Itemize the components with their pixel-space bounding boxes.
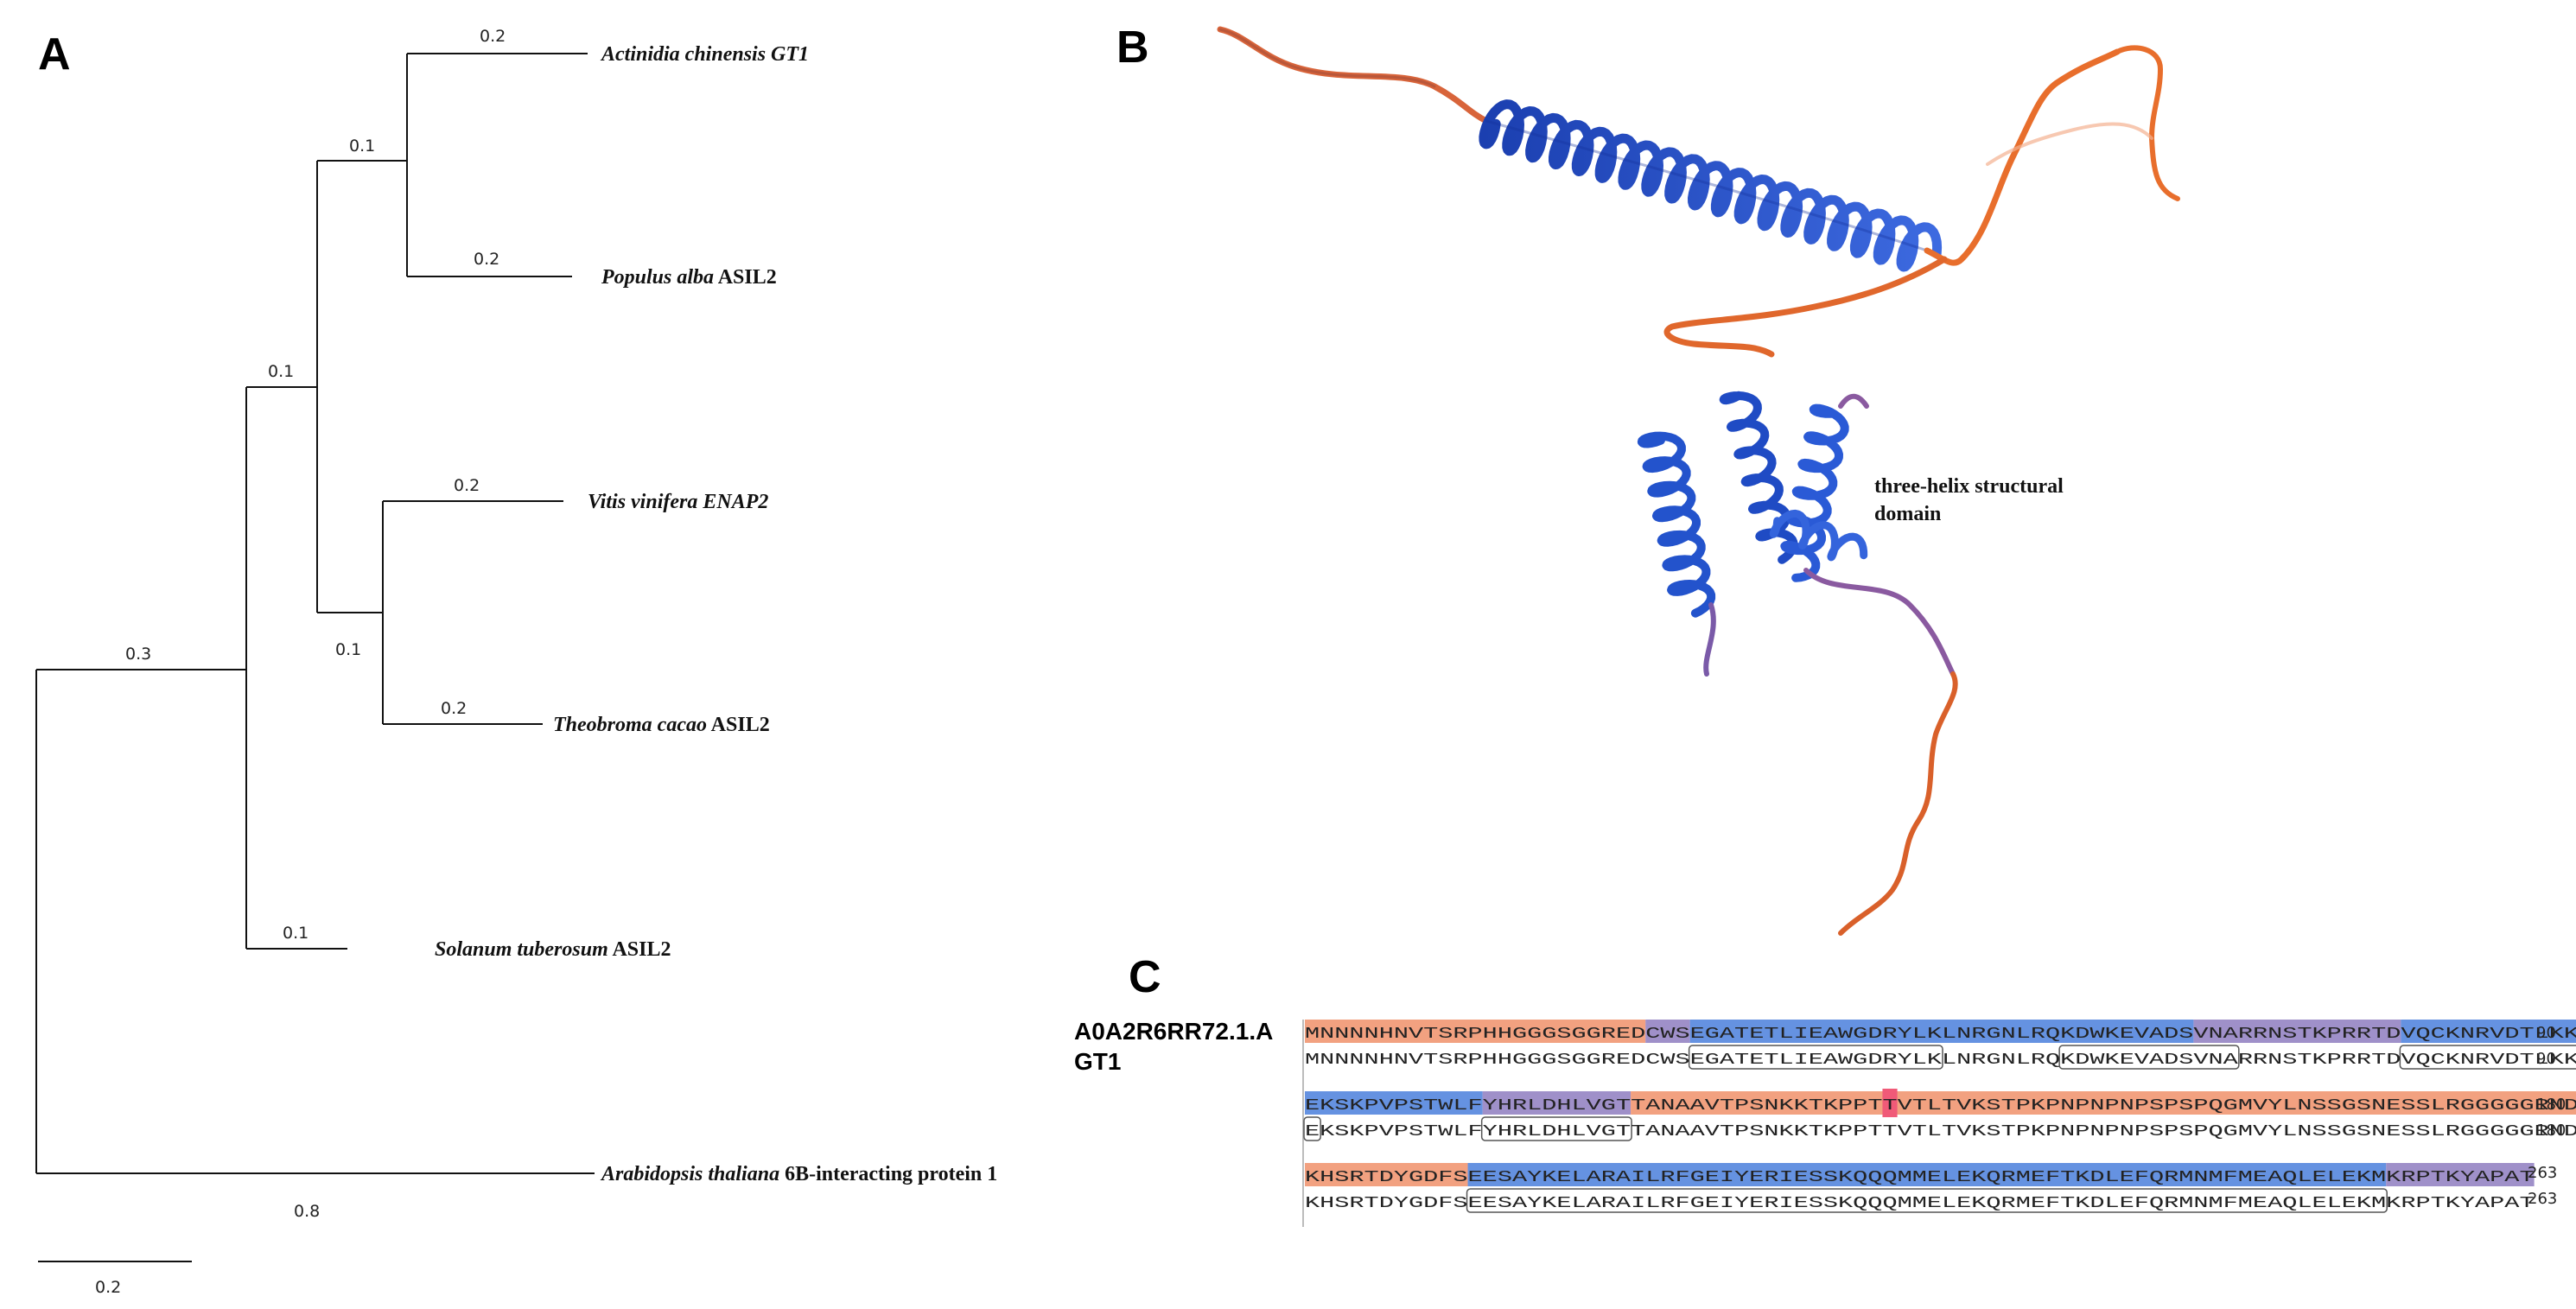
branch-values: 0.2 0.2 0.1 0.2 0.2 0.1 0.1 0.1 0.3 0.8 … — [95, 27, 506, 1297]
query-shading — [2193, 1020, 2401, 1043]
branch-value-populus: 0.2 — [474, 250, 499, 269]
secondary-structure-box — [1480, 1116, 1632, 1141]
query-sequence: KHSRTDYGDFSEESAYKELARAILRFGEIYERIESSKQQQ… — [1305, 1167, 2535, 1186]
taxon-populus: Populus alba ASIL2 — [601, 266, 777, 289]
panel-label-a: A — [38, 29, 71, 79]
domain-loop-top — [1838, 393, 1869, 409]
branch-value-arabidopsis: 0.8 — [294, 1202, 320, 1221]
domain-helix-1 — [1637, 431, 1716, 618]
branch-value-clade-vit-theo: 0.1 — [335, 640, 361, 659]
query-shading — [2401, 1020, 2576, 1043]
residue-highlight — [1882, 1089, 1898, 1117]
branch-value-actinidia: 0.2 — [480, 27, 506, 46]
query-shading — [1689, 1020, 2194, 1043]
alignment-blocks: MNNNNHNVTSRPHHGGGSGGREDCWSEGATETLIEAWGDR… — [1303, 1020, 2576, 1213]
secondary-structure-box — [1466, 1188, 2388, 1213]
query-shading — [1305, 1091, 1483, 1115]
branch-value-clade-act-pop: 0.1 — [349, 137, 375, 156]
taxon-theobroma: Theobroma cacao ASIL2 — [553, 714, 770, 736]
query-shading — [2386, 1163, 2535, 1186]
template-sequence: MNNNNHNVTSRPHHGGGSGGREDCWSEGATETLIEAWGDR… — [1305, 1050, 2576, 1069]
taxon-arabidopsis: Arabidopsis thaliana 6B-interacting prot… — [600, 1163, 997, 1185]
protein-structure — [1217, 26, 2180, 936]
query-shading — [1631, 1091, 2576, 1115]
linker-loop-lower — [1663, 256, 1948, 358]
secondary-structure-box — [1688, 1045, 1943, 1070]
linker-loop-right — [2115, 45, 2180, 201]
query-end-position: 90 — [2536, 1024, 2556, 1042]
domain-label-line2: domain — [1874, 503, 1941, 525]
query-shading — [1482, 1091, 1631, 1115]
domain-loop-bottom-left — [1703, 602, 1716, 677]
n-terminal-loop-shade — [1218, 28, 1436, 88]
panel-label-b: B — [1116, 22, 1149, 73]
linker-loop-upper — [1924, 48, 2121, 266]
query-shading — [1467, 1163, 2387, 1186]
template-sequence: EKSKPVPSTWLFYHRLDHLVGTTANAAVTPSNKKTKPPTT… — [1305, 1122, 2576, 1141]
query-shading — [1645, 1020, 1690, 1043]
branch-value-clade-four: 0.1 — [268, 362, 294, 381]
query-sequence: MNNNNHNVTSRPHHGGGSGGREDCWSEGATETLIEAWGDR… — [1305, 1024, 2576, 1043]
sequence-id: A0A2R6RR72.1.A — [1074, 1018, 1273, 1045]
branch-value-theobroma: 0.2 — [441, 699, 467, 718]
taxa-labels: Actinidia chinensis GT1 Populus alba ASI… — [435, 43, 997, 1185]
domain-helix-3 — [1780, 404, 1849, 582]
query-sequence: EKSKPVPSTWLFYHRLDHLVGTTANAAVTPSNKKTKPPTT… — [1305, 1096, 2576, 1115]
query-end-position: 180 — [2536, 1096, 2566, 1114]
c-terminal-tail — [1838, 671, 1958, 936]
sequence-name: GT1 — [1074, 1048, 1121, 1075]
secondary-structure-box — [2399, 1045, 2576, 1070]
domain-loop-bottom-right — [1803, 568, 1956, 677]
template-end-position: 263 — [2528, 1190, 2557, 1208]
domain-label-line1: three-helix structural — [1874, 475, 2064, 498]
template-end-position: 90 — [2536, 1050, 2556, 1068]
taxon-actinidia: Actinidia chinensis GT1 — [600, 43, 809, 66]
three-helix-domain — [1637, 391, 1956, 677]
long-alpha-helix — [1479, 99, 1943, 272]
query-shading — [1305, 1163, 1468, 1186]
taxon-solanum: Solanum tuberosum ASIL2 — [435, 938, 671, 961]
taxon-vitis: Vitis vinifera ENAP2 — [588, 491, 768, 513]
domain-helix-2 — [1719, 391, 1798, 564]
query-end-position: 263 — [2528, 1164, 2557, 1182]
branch-value-ingroup: 0.3 — [125, 645, 151, 664]
long-helix-axis — [1485, 119, 1929, 252]
scale-bar-label: 0.2 — [95, 1278, 121, 1297]
branch-value-solanum: 0.1 — [283, 924, 308, 943]
long-helix-coil — [1479, 99, 1943, 272]
sequence-alignment: A0A2R6RR72.1.A GT1 MNNNNHNVTSRPHHGGGSGGR… — [1074, 1018, 2576, 1227]
domain-helix-4 — [1769, 509, 1868, 562]
secondary-structure-box — [2058, 1045, 2240, 1070]
template-sequence: KHSRTDYGDFSEESAYKELARAILRFGEIYERIESSKQQQ… — [1305, 1193, 2535, 1212]
branch-value-vitis: 0.2 — [454, 476, 480, 495]
phylogenetic-tree — [35, 53, 595, 1262]
template-end-position: 180 — [2536, 1122, 2566, 1140]
panel-label-c: C — [1129, 952, 1161, 1002]
secondary-structure-box — [1303, 1116, 1321, 1141]
linker-loop-faint — [1986, 122, 2153, 166]
query-shading — [1305, 1020, 1646, 1043]
